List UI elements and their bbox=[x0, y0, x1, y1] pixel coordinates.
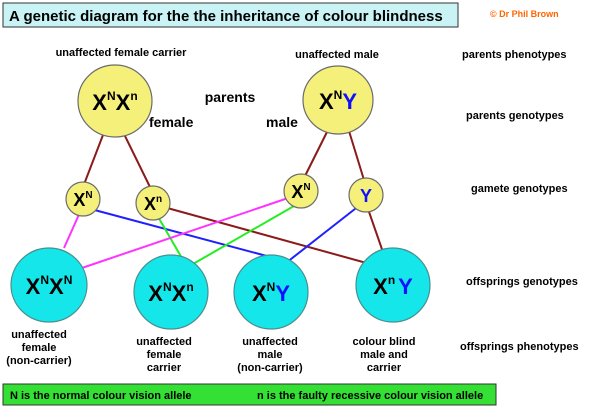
copyright-note: © Dr Phil Brown bbox=[490, 9, 559, 19]
offspring-3-circle bbox=[233, 254, 309, 330]
footer-faulty-allele: n is the faulty recessive colour vision … bbox=[257, 390, 483, 402]
parents-center-label: parents bbox=[205, 89, 256, 105]
gamete-3: XN bbox=[283, 173, 319, 209]
offspring-4-phenotype-line-1: colour blind bbox=[353, 336, 416, 348]
label-offsprings-genotypes: offsprings genotypes bbox=[466, 276, 578, 288]
line-gamete-2-to-offspring-4 bbox=[159, 205, 382, 268]
gamete-2-circle bbox=[135, 185, 171, 221]
offspring-2-circle bbox=[133, 254, 209, 330]
offspring-1: XNXN bbox=[10, 247, 88, 323]
label-parents-genotypes: parents genotypes bbox=[466, 110, 564, 122]
label-gamete-genotypes: gamete genotypes bbox=[471, 183, 568, 195]
offspring-3-phenotype-line-2: male bbox=[257, 349, 282, 361]
gamete-1-label: XN bbox=[73, 190, 92, 210]
diagram-title: A genetic diagram for the the inheritanc… bbox=[9, 8, 443, 25]
offspring-1-phenotype-line-1: unaffected bbox=[11, 329, 67, 341]
male-parent-phenotype: unaffected male bbox=[295, 49, 379, 61]
gamete-4: Y bbox=[348, 177, 384, 213]
male-sex-label: male bbox=[266, 114, 298, 130]
female-parent-genotype: XNXn bbox=[92, 89, 137, 115]
line-gamete-1-to-offspring-1 bbox=[63, 209, 82, 249]
male-parent-genotype: XNY bbox=[319, 88, 357, 114]
offspring-3: XNY bbox=[233, 254, 309, 330]
offspring-2-phenotype-line-1: unaffected bbox=[136, 336, 192, 348]
offspring-4-circle bbox=[355, 247, 431, 323]
offspring-4-phenotype-line-2: male and bbox=[360, 349, 408, 361]
offspring-1-phenotype: unaffected female (non-carrier) bbox=[6, 329, 72, 367]
offspring-3-phenotype-line-1: unaffected bbox=[242, 336, 298, 348]
offspring-1-phenotype-line-3: (non-carrier) bbox=[6, 355, 72, 367]
gamete-3-circle bbox=[283, 173, 319, 209]
line-male-to-gamete-4 bbox=[348, 130, 365, 181]
line-gamete-4-to-offspring-3 bbox=[276, 204, 361, 271]
offspring-1-phenotype-line-2: female bbox=[22, 342, 57, 354]
line-gamete-3-to-offspring-1 bbox=[75, 194, 298, 271]
offspring-2-genotype: XNXn bbox=[148, 280, 193, 306]
footer-normal-allele: N is the normal colour vision allele bbox=[10, 390, 192, 402]
offspring-3-phenotype-line-3: (non-carrier) bbox=[237, 362, 303, 374]
gamete-1: XN bbox=[65, 181, 101, 217]
line-female-to-gamete-1 bbox=[82, 134, 104, 188]
gamete-2-label: Xn bbox=[144, 194, 162, 214]
offspring-4-phenotype-line-3: carrier bbox=[367, 362, 402, 374]
offspring-2: XNXn bbox=[133, 254, 209, 330]
gamete-1-circle bbox=[65, 181, 101, 217]
label-parents-phenotypes: parents phenotypes bbox=[462, 49, 567, 61]
female-parent-phenotype: unaffected female carrier bbox=[56, 47, 188, 59]
gamete-4-circle bbox=[348, 177, 384, 213]
gamete-4-label: Y bbox=[360, 186, 372, 206]
female-sex-label: female bbox=[149, 114, 194, 130]
offspring-3-phenotype: unaffected male (non-carrier) bbox=[237, 336, 303, 374]
offspring-1-genotype: XNXN bbox=[26, 273, 73, 299]
offspring-2-phenotype: unaffected female carrier bbox=[136, 336, 192, 374]
offspring-2-phenotype-line-3: carrier bbox=[147, 362, 182, 374]
footer-legend-box bbox=[2, 383, 497, 406]
gamete-3-label: XN bbox=[291, 182, 310, 202]
line-male-to-gamete-3 bbox=[302, 129, 329, 181]
label-offsprings-phenotypes: offsprings phenotypes bbox=[460, 341, 579, 353]
offspring-4-phenotype: colour blind male and carrier bbox=[353, 336, 416, 374]
gamete-2: Xn bbox=[135, 185, 171, 221]
male-parent-node: XNY bbox=[302, 65, 374, 135]
line-female-to-gamete-2 bbox=[124, 135, 151, 188]
offspring-2-phenotype-line-2: female bbox=[147, 349, 182, 361]
offspring-1-circle bbox=[10, 247, 88, 323]
line-gamete-1-to-offspring-3 bbox=[86, 207, 294, 264]
line-gamete-3-to-offspring-2 bbox=[185, 201, 302, 269]
offspring-3-genotype: XNY bbox=[252, 280, 290, 306]
male-parent-circle bbox=[302, 65, 374, 135]
title-box bbox=[2, 2, 459, 28]
female-parent-node: XNXn bbox=[77, 64, 153, 138]
female-parent-circle bbox=[77, 64, 153, 138]
inheritance-lines bbox=[63, 129, 386, 271]
